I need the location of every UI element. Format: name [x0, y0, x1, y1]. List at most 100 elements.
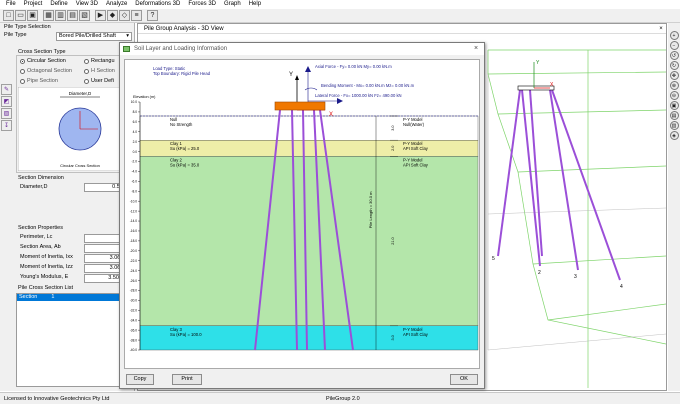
- menu-analyze[interactable]: Analyze: [105, 1, 128, 7]
- report-icon[interactable]: ≡: [131, 10, 142, 21]
- soil-layer: [139, 156, 479, 326]
- elevation-tick-label: -28.0: [130, 289, 137, 293]
- elevation-tick-label: -8.0: [132, 189, 138, 193]
- cross-section-list[interactable]: Section 1: [16, 293, 133, 387]
- radio-octagonal-section[interactable]: Octagonal Section: [20, 68, 72, 75]
- layer-property: No Strength: [170, 122, 193, 127]
- layer-model-type: API Soft Clay: [403, 332, 429, 337]
- pile-lines: [254, 109, 354, 351]
- circular-section-diagram: Diameter,D Circular Cross Section: [18, 87, 132, 171]
- menu-view-3d[interactable]: View 3D: [75, 1, 98, 7]
- view-iso-icon[interactable]: ◈: [669, 131, 679, 140]
- section-tool-icon[interactable]: ✎: [1, 84, 12, 95]
- radio-user-defined[interactable]: User Defi: [84, 78, 114, 85]
- 3d-pile-label: 4: [620, 284, 623, 290]
- diameter-label: Diameter,D: [20, 184, 48, 190]
- list-item[interactable]: Section 1: [17, 294, 132, 301]
- elevation-tick-label: -16.0: [130, 229, 137, 233]
- soil-tool-icon[interactable]: ▨: [1, 108, 12, 119]
- soil-box-wireframe: [487, 49, 666, 388]
- menu-file[interactable]: File: [6, 1, 16, 7]
- box-edge: [487, 71, 666, 75]
- bending-moment-text: Bending Moment - Mx= 0.00 kN.m Mz= 0.00 …: [321, 83, 415, 88]
- zoom-out-icon[interactable]: −: [669, 41, 679, 50]
- rotate-left-icon[interactable]: ↺: [669, 51, 679, 60]
- analyze-icon[interactable]: ▶: [95, 10, 106, 21]
- layer-property: Su (kPa) = 35.0: [170, 162, 200, 167]
- radio-label: Octagonal Section: [27, 68, 72, 74]
- radio-pipe-section[interactable]: Pipe Section: [20, 78, 58, 85]
- 3d-pile-label: 5: [492, 256, 495, 262]
- elevation-tick-label: -40.0: [130, 348, 137, 352]
- layer-thickness-label: 3.0: [391, 125, 395, 130]
- elevation-tick-label: -10.0: [130, 199, 137, 203]
- elevation-tick-label: -4.0: [132, 170, 138, 174]
- radio-label: User Defi: [91, 78, 114, 84]
- pile-type-selection-heading: Pile Type Selection: [4, 24, 51, 30]
- soil-icon[interactable]: ▧: [79, 10, 90, 21]
- layer-name: Clay 3: [170, 327, 183, 332]
- help-icon[interactable]: ?: [147, 10, 158, 21]
- soil-layer-dialog[interactable]: Soil Layer and Loading Information × 10.…: [119, 42, 485, 389]
- prop-label: Moment of Inertia, Izz: [20, 264, 73, 270]
- chevron-down-icon: ▾: [126, 33, 129, 39]
- deform-icon[interactable]: ◆: [107, 10, 118, 21]
- pile-line: [319, 109, 354, 351]
- zoom-window-icon[interactable]: ⊖: [669, 91, 679, 100]
- menu-help[interactable]: Help: [248, 1, 262, 7]
- layer-name: Clay 1: [170, 141, 183, 146]
- axis-x-label: X: [329, 112, 333, 118]
- right-toolbar: + − ↺ ↻ ✥ ⊕ ⊖ ▣ ▤ ▥ ◈: [668, 23, 680, 391]
- force-icon[interactable]: ◇: [119, 10, 130, 21]
- view-front-icon[interactable]: ▣: [669, 101, 679, 110]
- menu-graph[interactable]: Graph: [224, 1, 241, 7]
- print-button[interactable]: Print: [172, 374, 202, 385]
- layer-thickness-labels: 3.02.021.03.0: [390, 115, 398, 341]
- layer-thickness-label: 3.0: [391, 335, 395, 340]
- menu-forces-3d[interactable]: Forces 3D: [188, 1, 217, 7]
- 3d-window-close-icon[interactable]: ×: [659, 26, 663, 32]
- zoom-fit-icon[interactable]: ⊕: [669, 81, 679, 90]
- zoom-in-icon[interactable]: +: [669, 31, 679, 40]
- view-top-icon[interactable]: ▥: [669, 121, 679, 130]
- pan-icon[interactable]: ✥: [669, 71, 679, 80]
- copy-button[interactable]: Copy: [126, 374, 154, 385]
- elevation-tick-label: 8.0: [133, 110, 138, 114]
- material-tool-icon[interactable]: ◩: [1, 96, 12, 107]
- view-side-icon[interactable]: ▤: [669, 111, 679, 120]
- radio-rectangular-section[interactable]: Rectangu: [84, 58, 115, 65]
- soil-profile-svg: 10.08.06.04.02.00.0-2.0-4.0-6.0-8.0-10.0…: [130, 64, 479, 352]
- lateral-force-arrowhead: [337, 98, 343, 104]
- box-edge: [487, 50, 666, 345]
- menu-deformations-3d[interactable]: Deformations 3D: [135, 1, 181, 7]
- rotate-right-icon[interactable]: ↻: [669, 61, 679, 70]
- plan-view-icon[interactable]: ▦: [43, 10, 54, 21]
- pile-icon[interactable]: ▥: [55, 10, 66, 21]
- pile-line: [254, 109, 281, 351]
- load-tool-icon[interactable]: ↧: [1, 120, 12, 131]
- menu-define[interactable]: Define: [50, 1, 68, 7]
- box-edge: [532, 255, 666, 265]
- pile-group-3d-title: Pile Group Analysis - 3D View: [138, 24, 666, 34]
- dialog-close-icon[interactable]: ×: [473, 45, 479, 52]
- pile-line: [302, 109, 308, 351]
- open-folder-icon[interactable]: ▭: [15, 10, 26, 21]
- pile-group-3d-canvas[interactable]: Y X 5 2 3 4: [138, 34, 666, 390]
- radio-h-section[interactable]: H Section: [84, 68, 115, 75]
- 3d-pile: [549, 89, 579, 271]
- 3d-pile: [521, 89, 541, 267]
- elevation-tick-label: 4.0: [133, 130, 138, 134]
- pile-type-select[interactable]: Bored Pile/Drilled Shaft▾: [56, 32, 132, 41]
- elevation-tick-label: -12.0: [130, 209, 137, 213]
- 3d-piles: [497, 89, 621, 281]
- grid-icon[interactable]: ▤: [67, 10, 78, 21]
- radio-circular-section[interactable]: Circular Section: [20, 58, 66, 65]
- ok-button[interactable]: OK: [450, 374, 478, 385]
- new-file-icon[interactable]: □: [3, 10, 14, 21]
- 3d-axis-x-label: X: [550, 82, 554, 88]
- top-boundary-text: Top Boundary: Rigid Pile Head: [153, 71, 211, 76]
- elevation-tick-label: -32.0: [130, 309, 137, 313]
- menu-project[interactable]: Project: [23, 1, 43, 7]
- section-properties-heading: Section Properties: [18, 225, 63, 231]
- save-icon[interactable]: ▣: [27, 10, 38, 21]
